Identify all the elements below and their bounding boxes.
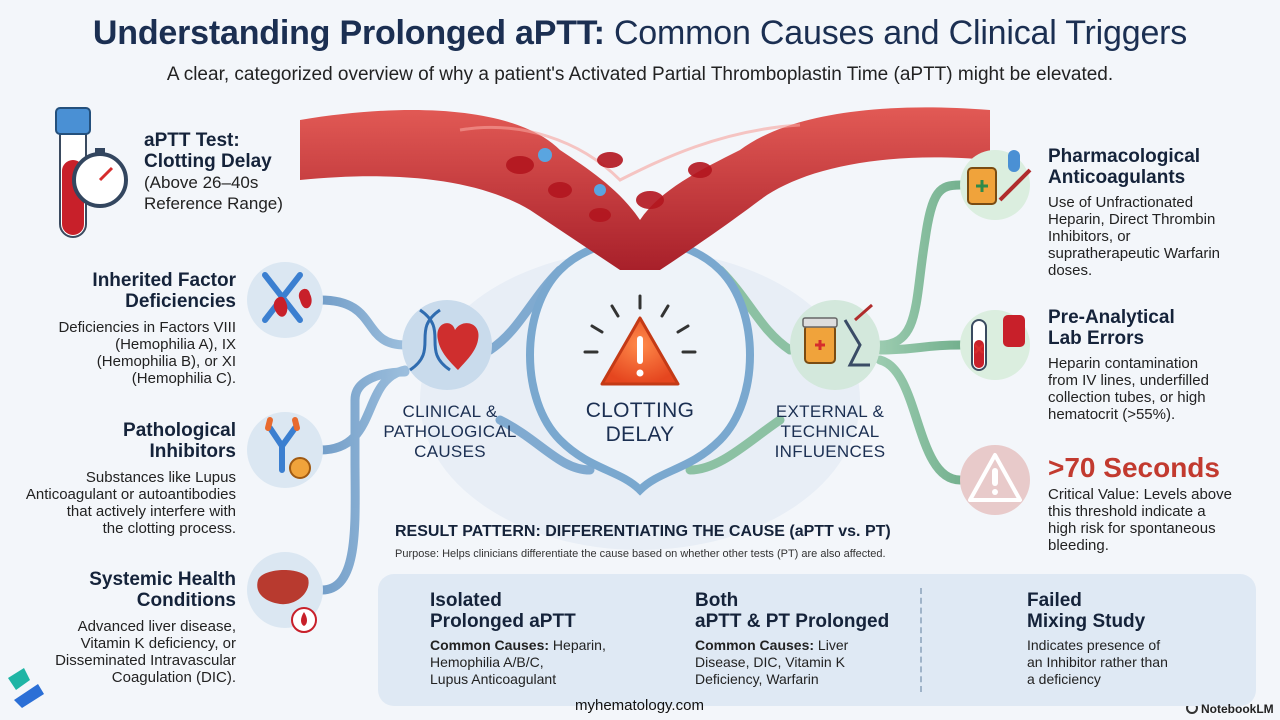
cause-heading: Anticoagulants	[1048, 167, 1186, 188]
critical-body-line: high risk for spontaneous	[1048, 520, 1216, 537]
pattern-body-first: Liver	[814, 637, 849, 653]
cause-body-line: Coagulation (DIC).	[111, 669, 236, 686]
hub-label-line: CLINICAL &	[402, 402, 498, 421]
cause-body-line: Use of Unfractionated	[1048, 194, 1194, 211]
result-pattern-purpose: Purpose: Helps clinicians differentiate …	[395, 548, 886, 560]
cause-heading: Pharmacological	[1048, 146, 1201, 167]
test-detail-line1: (Above 26–40s	[144, 173, 259, 192]
result-pattern-title: RESULT PATTERN: DIFFERENTIATING THE CAUS…	[395, 523, 891, 540]
hub-clotting-delay: CLOTTING DELAY	[560, 399, 720, 447]
pattern-label: Common Causes:	[430, 637, 550, 653]
critical-value-block: >70 Seconds Critical Value: Levels above…	[1048, 452, 1268, 554]
title-rest: Common Causes and Clinical Triggers	[604, 14, 1188, 52]
pattern-body-line: Common Causes: Liver	[695, 637, 905, 654]
cause-heading: Pre-Analytical	[1048, 307, 1175, 328]
page-subtitle: A clear, categorized overview of why a p…	[166, 64, 1114, 85]
cause-heading: Systemic Health	[89, 569, 236, 590]
cause-body-line: collection tubes, or high	[1048, 389, 1206, 406]
pattern-failed-mixing: Failed Mixing Study Indicates presence o…	[1027, 590, 1237, 688]
cause-body-line: Vitamin K deficiency, or	[80, 635, 236, 652]
test-heading-line1: aPTT Test:	[144, 130, 240, 151]
cause-body-line: (Hemophilia C).	[131, 370, 236, 387]
cause-body-line: supratherapeutic Warfarin	[1048, 245, 1221, 262]
cause-body-line: Substances like Lupus	[85, 469, 236, 486]
cause-body-line: (Hemophilia A), IX	[115, 336, 236, 353]
cause-heading: Pathological	[123, 420, 236, 441]
pattern-label: Common Causes:	[695, 637, 815, 653]
cause-body-line: doses.	[1048, 262, 1093, 279]
pattern-body-line: Common Causes: Heparin,	[430, 637, 630, 654]
cause-body-line: from IV lines, underfilled	[1048, 372, 1209, 389]
pattern-body-line: Disease, DIC, Vitamin K	[695, 654, 845, 670]
cause-body-line: Disseminated Intravascular	[55, 652, 236, 669]
pattern-title: Prolonged aPTT	[430, 611, 576, 632]
hub-label-line: CAUSES	[414, 442, 486, 461]
cause-heading: Inhibitors	[149, 441, 236, 462]
hub-clinical-pathological: CLINICAL & PATHOLOGICAL CAUSES	[370, 402, 530, 462]
cause-heading: Lab Errors	[1048, 328, 1145, 349]
cause-body-line: the clotting process.	[102, 520, 236, 537]
cause-heading: Deficiencies	[125, 291, 236, 312]
cause-body-line: Deficiencies in Factors VIII	[58, 319, 236, 336]
hub-label-line: PATHOLOGICAL	[383, 422, 517, 441]
pattern-body-first: Heparin,	[549, 637, 606, 653]
cause-pre-analytical-errors: Pre-Analytical Lab Errors Heparin contam…	[1048, 307, 1268, 423]
pattern-title: Failed	[1027, 590, 1082, 611]
pattern-title: Both	[695, 590, 739, 611]
hub-label-line: CLOTTING	[585, 399, 695, 422]
hub-label-line: DELAY	[605, 423, 675, 446]
critical-body-line: this threshold indicate a	[1048, 503, 1206, 520]
pattern-body-line: Deficiency, Warfarin	[695, 671, 819, 687]
pattern-body-line: Hemophilia A/B/C,	[430, 654, 544, 670]
cause-systemic-conditions: Systemic Health Conditions Advanced live…	[20, 569, 236, 686]
cause-inherited-deficiencies: Inherited Factor Deficiencies Deficienci…	[20, 270, 236, 387]
cause-body-line: Anticoagulant or autoantibodies	[25, 486, 236, 503]
cause-body-line: hematocrit (>55%).	[1048, 406, 1176, 423]
critical-body-line: bleeding.	[1048, 537, 1109, 554]
footer-site: myhematology.com	[575, 697, 704, 714]
pattern-title: Isolated	[430, 590, 502, 611]
pattern-both-prolonged: Both aPTT & PT Prolonged Common Causes: …	[695, 590, 905, 688]
pattern-body-line: a deficiency	[1027, 671, 1101, 687]
hub-external-technical: EXTERNAL & TECHNICAL INFLUENCES	[750, 402, 910, 462]
hub-label-line: EXTERNAL &	[775, 402, 885, 421]
pattern-body-line: Lupus Anticoagulant	[430, 671, 557, 687]
cause-heading: Inherited Factor	[92, 270, 236, 291]
critical-value: >70 Seconds	[1048, 452, 1220, 483]
title-bold: Understanding Prolonged aPTT:	[92, 14, 605, 52]
pattern-body-line: Indicates presence of	[1027, 637, 1161, 653]
pattern-title: Mixing Study	[1027, 611, 1146, 632]
pattern-title: aPTT & PT Prolonged	[695, 611, 890, 632]
test-block: aPTT Test: Clotting Delay (Above 26–40s …	[144, 130, 334, 214]
pattern-divider	[920, 588, 922, 692]
cause-heading: Conditions	[136, 590, 236, 611]
cause-body-line: Inhibitors, or	[1048, 228, 1131, 245]
cause-body-line: Heparin contamination	[1048, 355, 1199, 372]
result-pattern-panel	[378, 574, 1256, 706]
footer-brand: NotebookLM	[1201, 702, 1274, 716]
pattern-isolated: Isolated Prolonged aPTT Common Causes: H…	[430, 590, 630, 688]
cause-body-line: that actively interfere with	[66, 503, 236, 520]
cause-body-line: Heparin, Direct Thrombin	[1048, 211, 1216, 228]
test-detail-line2: Reference Range)	[144, 194, 283, 213]
pattern-body-line: an Inhibitor rather than	[1027, 654, 1168, 670]
hub-label-line: INFLUENCES	[774, 442, 886, 461]
test-heading-line2: Clotting Delay	[144, 151, 272, 172]
cause-body-line: Advanced liver disease,	[77, 618, 236, 635]
cause-pathological-inhibitors: Pathological Inhibitors Substances like …	[20, 420, 236, 537]
page-title: Understanding Prolonged aPTT: Common Cau…	[0, 14, 1280, 53]
cause-body-line: (Hemophilia B), or XI	[96, 353, 236, 370]
cause-pharmacological-anticoagulants: Pharmacological Anticoagulants Use of Un…	[1048, 146, 1268, 279]
hub-label-line: TECHNICAL	[780, 422, 880, 441]
critical-body-line: Critical Value: Levels above	[1048, 486, 1232, 503]
